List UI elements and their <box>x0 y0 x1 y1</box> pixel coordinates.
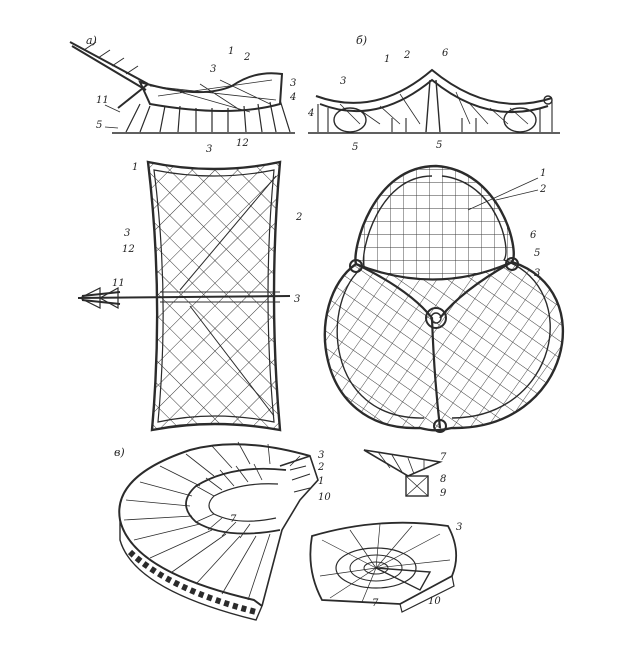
svg-text:1: 1 <box>132 162 138 173</box>
svg-text:3: 3 <box>456 522 462 533</box>
svg-text:3: 3 <box>290 78 296 89</box>
svg-text:7: 7 <box>440 452 447 463</box>
svg-text:10: 10 <box>318 492 331 503</box>
figure-c-detail: 7 8 9 <box>363 449 447 499</box>
svg-text:5: 5 <box>96 120 102 131</box>
figure-a-letter: a) <box>86 34 97 47</box>
svg-text:2: 2 <box>295 212 302 223</box>
figure-b-plan: 1 2 6 5 3 <box>323 164 564 433</box>
svg-text:2: 2 <box>317 462 324 473</box>
figure-c-ring: в) 3 2 <box>114 441 331 621</box>
svg-text:2: 2 <box>243 52 250 63</box>
svg-text:11: 11 <box>96 95 109 106</box>
svg-text:7: 7 <box>230 514 237 525</box>
svg-text:3: 3 <box>206 144 212 155</box>
svg-text:3: 3 <box>318 450 324 461</box>
svg-text:6: 6 <box>442 48 449 59</box>
svg-text:4: 4 <box>307 108 314 119</box>
svg-text:4: 4 <box>289 92 296 103</box>
svg-text:7: 7 <box>372 598 379 609</box>
svg-text:11: 11 <box>112 278 125 289</box>
svg-text:12: 12 <box>122 244 135 255</box>
svg-text:2: 2 <box>539 184 546 195</box>
svg-text:1: 1 <box>318 476 324 487</box>
svg-text:3: 3 <box>534 268 540 279</box>
svg-text:6: 6 <box>530 230 537 241</box>
svg-text:5: 5 <box>436 140 442 151</box>
svg-text:10: 10 <box>428 596 441 607</box>
svg-text:1: 1 <box>384 54 390 65</box>
svg-text:1: 1 <box>228 46 234 57</box>
svg-text:5: 5 <box>534 248 540 259</box>
figure-a-plan: 1 3 2 3 12 11 3 <box>77 144 302 432</box>
svg-text:3: 3 <box>124 228 130 239</box>
svg-text:3: 3 <box>294 294 300 305</box>
svg-text:5: 5 <box>352 142 358 153</box>
svg-text:3: 3 <box>210 64 216 75</box>
figure-c-small-ring: 3 7 10 <box>309 521 462 613</box>
svg-text:9: 9 <box>440 488 447 499</box>
svg-text:2: 2 <box>403 50 410 61</box>
figure-b-elevation: б) 1 2 6 3 4 5 5 <box>307 34 560 153</box>
svg-text:12: 12 <box>236 138 249 149</box>
svg-text:3: 3 <box>340 76 346 87</box>
svg-text:1: 1 <box>540 168 546 179</box>
figure-a-elevation: a) 1 2 3 3 4 11 5 12 <box>69 34 296 149</box>
figure-c-letter: в) <box>114 446 125 459</box>
svg-text:8: 8 <box>440 474 446 485</box>
figure-b-letter: б) <box>356 34 367 47</box>
